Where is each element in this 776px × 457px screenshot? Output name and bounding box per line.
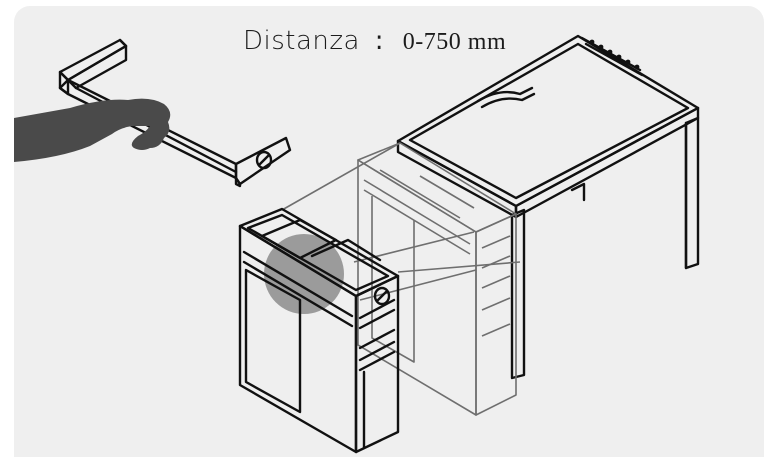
distance-caption: Distanza : 0-750 mm [243, 26, 506, 56]
desk-icon [396, 34, 700, 380]
distance-separator: : [374, 26, 385, 56]
handle-highlight-circle [264, 234, 344, 314]
distance-value: 0-750 mm [402, 29, 507, 55]
distance-label: Distanza [243, 26, 360, 56]
illustration-card [14, 6, 764, 457]
desk-buttons [589, 39, 640, 70]
pull-out-guides [281, 142, 521, 301]
cabinet-icon [238, 207, 400, 454]
hand-icon [14, 98, 171, 162]
